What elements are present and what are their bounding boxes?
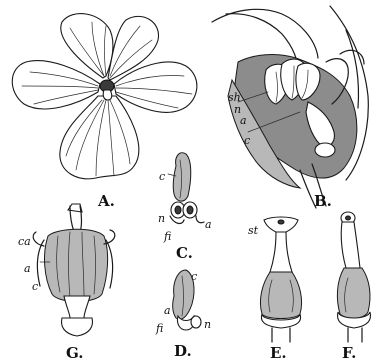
figure-d-part-fi: fi xyxy=(155,322,163,335)
style-f xyxy=(341,222,360,268)
g-ovary-neck xyxy=(64,296,90,318)
figure-b-part-c: c xyxy=(244,134,250,147)
figure-b-part-a: a xyxy=(240,114,247,127)
ovary-f xyxy=(337,268,370,318)
anther-cluster xyxy=(45,229,108,301)
figure-c-stamen xyxy=(168,153,204,224)
figure-a-label: A. xyxy=(97,192,115,210)
ovary xyxy=(315,143,335,157)
figure-g-part-a: a xyxy=(24,262,31,275)
figure-f-label: F. xyxy=(342,344,356,362)
figure-a-flower xyxy=(12,14,197,179)
figure-c-label: C. xyxy=(176,244,193,262)
figure-g-label: G. xyxy=(66,344,84,362)
figure-g-part-c: c xyxy=(32,280,38,293)
figure-c-part-n: n xyxy=(158,212,165,225)
figure-b-label: B. xyxy=(314,192,332,210)
style xyxy=(270,232,292,272)
figure-g-androecium xyxy=(33,204,115,336)
left-lateral-petal xyxy=(12,61,100,109)
figure-e-label: E. xyxy=(270,344,287,362)
figure-d-label: D. xyxy=(174,342,192,360)
figure-e-part-st: st xyxy=(248,224,259,237)
connective xyxy=(173,153,191,201)
figure-d-part-a: a xyxy=(164,304,171,317)
figure-f-pistil xyxy=(337,212,370,342)
outer-petal-outline xyxy=(212,9,318,58)
figure-d-part-n: n xyxy=(204,318,211,331)
figure-e-pistil xyxy=(260,217,301,342)
figure-d-part-c: c xyxy=(191,270,197,283)
figure-c-part-c: c xyxy=(159,170,165,183)
ovary-e xyxy=(260,272,301,319)
figure-c-part-fi: fi xyxy=(163,230,171,243)
figure-g-part-ca: ca xyxy=(18,235,31,248)
figure-c-part-a: a xyxy=(205,218,212,231)
g-base xyxy=(62,318,93,336)
